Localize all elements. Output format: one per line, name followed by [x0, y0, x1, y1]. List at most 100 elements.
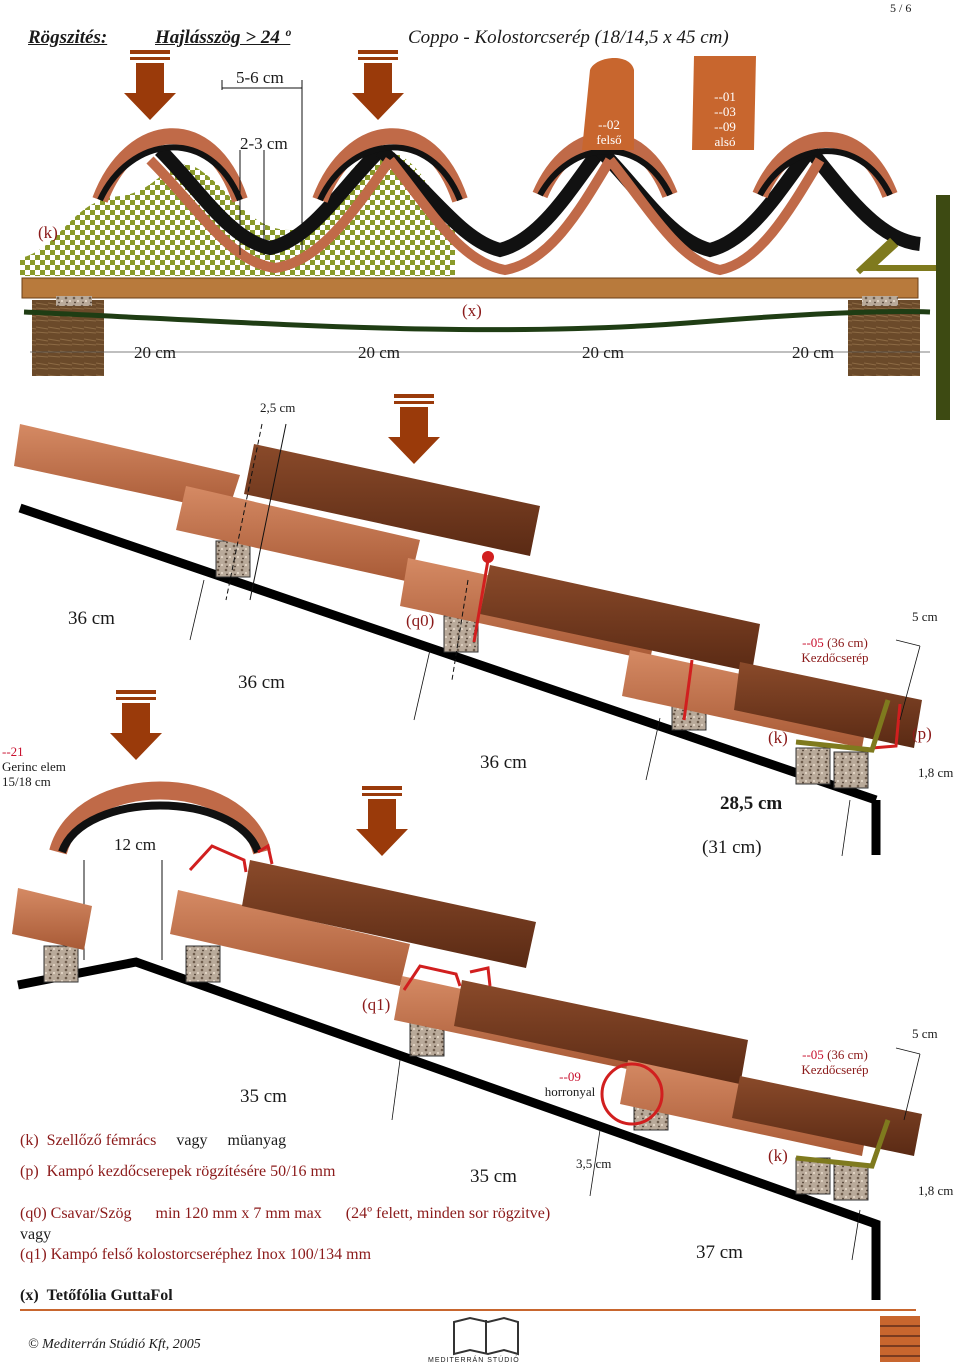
upper-tile	[537, 148, 673, 197]
eave-b: (31 cm)	[702, 837, 762, 858]
starter-name: Kezdőcserép	[801, 649, 869, 665]
spacing-3: 20 cm	[582, 343, 625, 362]
product-title: Coppo - Kolostorcserép (18/14,5 x 45 cm)	[408, 27, 729, 48]
ridge-tile	[49, 781, 271, 855]
label-k-top: (k)	[38, 223, 58, 242]
groove-label: --09 horronyal	[540, 1069, 600, 1100]
legend-q0: (q0) Csavar/Szög min 120 mm x 7 mm max (…	[20, 1206, 550, 1222]
tile-upper-code: --02	[598, 117, 620, 132]
length-c-1: 36 cm	[480, 752, 527, 773]
gravel-block	[862, 296, 898, 306]
label-pitch: Hajlásszög > 24 º	[155, 27, 291, 48]
tile-lower-code: --01	[714, 89, 736, 104]
ridge-name: Gerinc elem	[2, 758, 66, 774]
groove-code: --09	[559, 1069, 581, 1084]
gap-bottom: 2-3 cm	[240, 134, 288, 153]
tile-upper	[732, 1076, 922, 1156]
ridge-size: 15/18 cm	[2, 773, 51, 789]
tile-upper	[734, 662, 922, 748]
ridge-width: 12 cm	[114, 835, 157, 854]
label-k-2: (k)	[768, 1146, 788, 1165]
slope-section-1	[14, 394, 922, 857]
tile-lower-code: --03	[714, 103, 736, 119]
spacing-1: 20 cm	[134, 343, 177, 362]
lower-tile-underside	[386, 156, 615, 276]
length-b-1: 36 cm	[238, 672, 285, 693]
label-fixing: Rögszités:	[28, 27, 108, 48]
legend-k: (k) Szellőző fémrács vagy müanyag	[20, 1133, 286, 1149]
legend-q0-key: (q0)	[20, 1205, 47, 1222]
tile-lower	[12, 888, 92, 950]
lower-tile-underside	[606, 156, 825, 276]
length-a-1: 36 cm	[68, 608, 115, 629]
legend-or: vagy	[20, 1226, 52, 1243]
tiles-logo	[880, 1316, 920, 1362]
top-right-2: 5 cm	[912, 1026, 938, 1041]
tile-upper	[454, 980, 748, 1086]
starter-code: --05	[802, 635, 824, 650]
legend-q0-text: Csavar/Szög	[50, 1205, 132, 1222]
label-q0: (q0)	[406, 611, 435, 630]
legend-q1-text: Kampó felső kolostorcseréphez Inox 100/1…	[50, 1246, 372, 1263]
batten-block	[43, 945, 79, 983]
tile-upper	[244, 444, 540, 556]
lower-tile-underside	[146, 156, 395, 274]
tile-upper-label: --02 felső	[586, 117, 632, 148]
hook-1: 1,8 cm	[918, 765, 954, 780]
legend-k-join: vagy	[176, 1132, 208, 1149]
legend-p-text: Kampó kezdőcserepek rögzítésére 50/16 mm	[46, 1163, 336, 1180]
tile-upper	[480, 565, 760, 672]
legend-x-text: Tetőfólia GuttaFol	[46, 1287, 173, 1304]
legend-x: (x) Tetőfólia GuttaFol	[20, 1288, 173, 1304]
batten-block	[795, 1157, 831, 1195]
offset-2: 3,5 cm	[576, 1156, 612, 1171]
page-number: 5 / 6	[890, 1, 912, 15]
book-logo	[453, 1316, 519, 1356]
eave-hook	[855, 237, 936, 275]
hook-q1	[402, 964, 462, 991]
eave-a: 28,5 cm	[720, 793, 783, 814]
lower-tile	[375, 144, 606, 258]
hook-q1	[257, 843, 274, 865]
hook-q1	[469, 966, 492, 987]
tile-upper	[242, 860, 536, 968]
length-b-2: 35 cm	[470, 1166, 517, 1187]
legend-k-key: (k)	[20, 1132, 39, 1149]
tile-lower-label: --01 --03 --09 alsó	[696, 89, 754, 150]
groove-highlight	[600, 1062, 664, 1126]
gap-top: 5-6 cm	[236, 68, 284, 87]
starter-size: (36 cm)	[827, 635, 868, 650]
label-x: (x)	[462, 301, 482, 320]
starter-code: --05	[802, 1047, 824, 1062]
fascia	[936, 195, 950, 420]
batten	[21, 277, 919, 299]
lower-tile	[155, 145, 385, 256]
tile-lower	[170, 890, 410, 986]
footer-logo-text: MEDITERRÁN STÚDIÓ	[428, 1357, 520, 1364]
legend-p: (p) Kampó kezdőcserepek rögzítésére 50/1…	[20, 1164, 335, 1180]
lower-tile	[804, 145, 922, 251]
batten-block	[215, 540, 251, 578]
batten-block	[833, 1163, 869, 1201]
eave-2: 37 cm	[696, 1242, 743, 1263]
legend-k-text: Szellőző fémrács	[46, 1132, 157, 1149]
batten-block	[795, 747, 831, 785]
legend-q1-key: (q1)	[20, 1246, 47, 1263]
upper-tile	[97, 144, 243, 202]
hook-2: 1,8 cm	[918, 1183, 954, 1198]
ridge-label: --21 Gerinc elem 15/18 cm	[2, 744, 82, 790]
upper-tile	[752, 131, 898, 199]
starter-label-2: --05 (36 cm) Kezdőcserép	[790, 1047, 880, 1078]
tile-lower-code: --09	[714, 118, 736, 134]
starter-name: Kezdőcserép	[801, 1061, 869, 1077]
groove-name: horronyal	[544, 1083, 596, 1099]
top-right-1: 5 cm	[912, 609, 938, 624]
legend-q0-spec: min 120 mm x 7 mm max	[155, 1205, 322, 1222]
tile-lower	[14, 424, 240, 512]
ridge-tile	[58, 801, 262, 854]
rafter-line	[18, 503, 878, 805]
offset-1: 2,5 cm	[260, 400, 296, 415]
top-section	[20, 50, 950, 420]
legend-x-key: (x)	[20, 1287, 39, 1304]
